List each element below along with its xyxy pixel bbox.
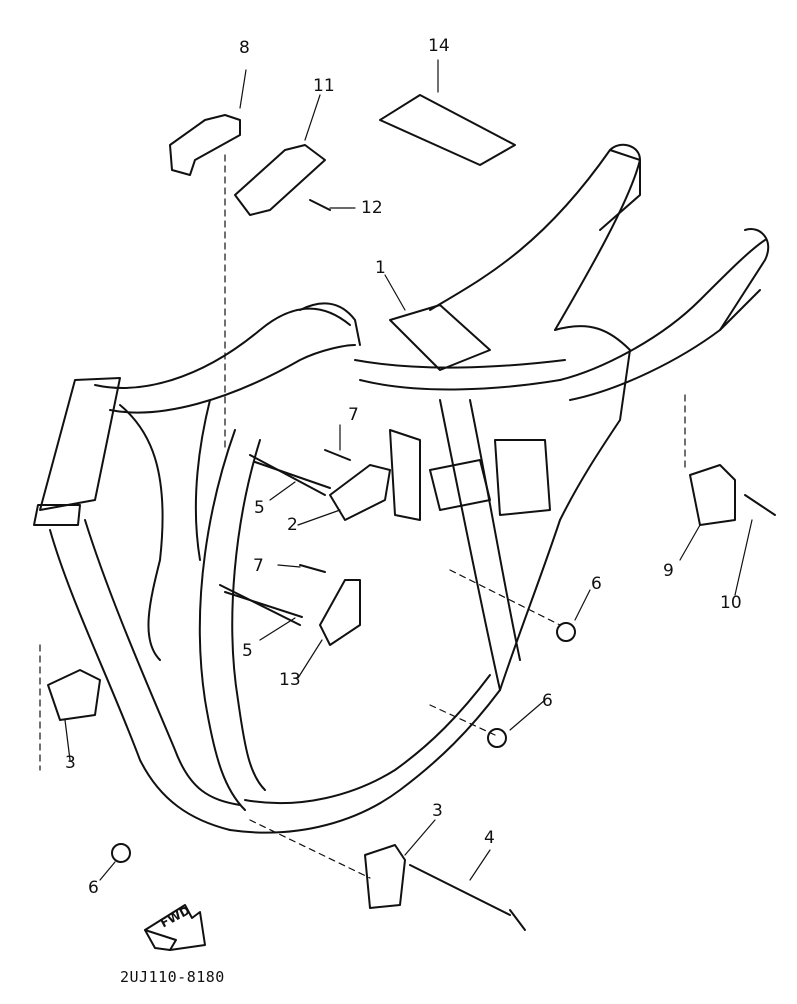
callout-4: 4: [484, 828, 495, 848]
callout-1: 1: [375, 258, 386, 278]
bolt-12: [309, 199, 331, 211]
callout-6-left: 6: [88, 878, 99, 898]
callout-8: 8: [239, 38, 250, 58]
callout-3-right: 3: [432, 801, 443, 821]
main-frame: [33, 302, 566, 834]
callout-13: 13: [279, 670, 301, 690]
callout-6-right: 6: [591, 574, 602, 594]
engine-mount-plates: [389, 304, 551, 521]
rear-subframe: [429, 143, 770, 691]
callout-5-lower: 5: [242, 641, 253, 661]
callout-14: 14: [428, 36, 450, 56]
callout-9: 9: [663, 561, 674, 581]
plate-2: [329, 464, 391, 521]
bracket-3-left: [47, 669, 101, 721]
callout-3-left: 3: [65, 753, 76, 773]
callout-6-middle: 6: [542, 691, 553, 711]
callout-2: 2: [287, 515, 298, 535]
pad-14: [379, 94, 516, 166]
through-bolts: [219, 454, 331, 626]
bracket-8: [169, 114, 241, 176]
callout-10: 10: [720, 593, 742, 613]
plate-13: [319, 579, 361, 646]
callout-7-lower: 7: [253, 556, 264, 576]
bracket-9: [689, 464, 776, 526]
drawing-code: 2UJ110-8180: [120, 968, 225, 986]
bracket-11: [234, 144, 326, 216]
callout-7-upper: 7: [348, 405, 359, 425]
bolt-4: [409, 864, 526, 931]
callout-5-upper: 5: [254, 498, 265, 518]
bracket-3-right: [364, 844, 406, 909]
callout-12: 12: [361, 198, 383, 218]
nuts-6: [111, 622, 576, 863]
callout-11: 11: [313, 76, 335, 96]
bolts-7: [299, 449, 351, 573]
fwd-arrow-icon: [144, 904, 206, 951]
